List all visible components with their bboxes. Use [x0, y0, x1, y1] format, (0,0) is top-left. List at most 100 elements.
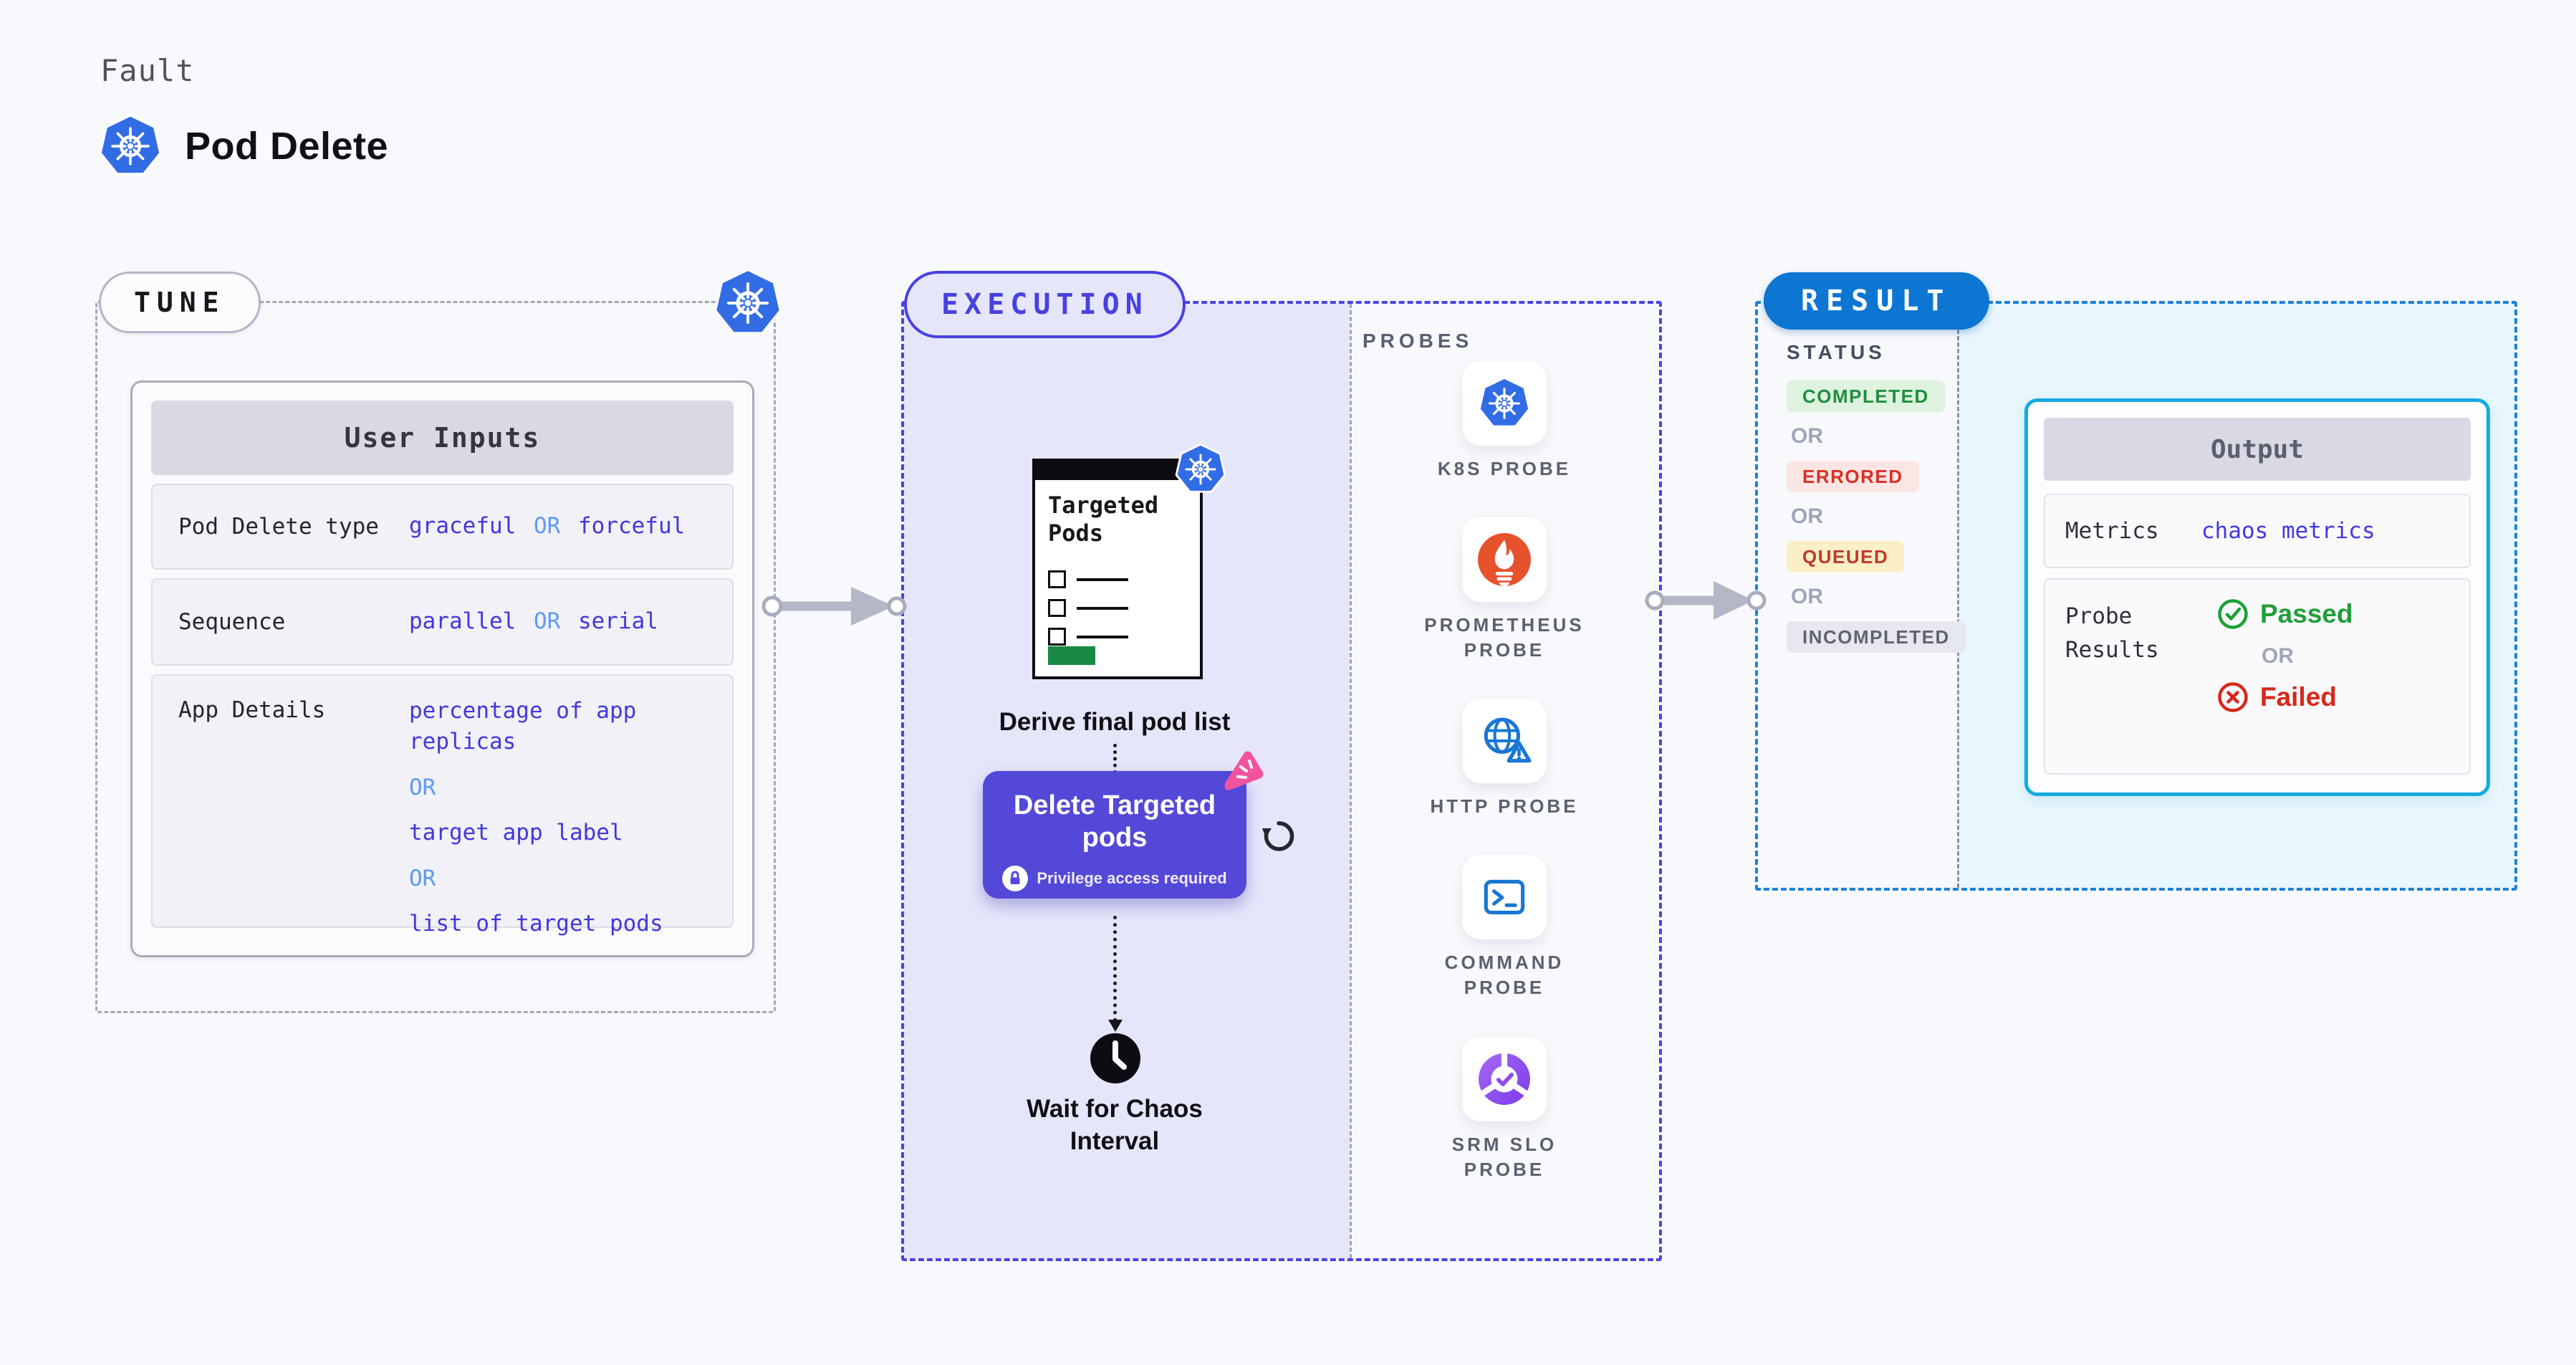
input-label: App Details [178, 697, 326, 723]
probe-label: HTTP PROBE [1430, 795, 1579, 818]
input-row-sequence: Sequence parallel OR serial [151, 578, 734, 666]
input-row-pod-delete-type: Pod Delete type graceful OR forceful [151, 484, 734, 570]
card-titlebar [1035, 461, 1200, 480]
status-badge-queued: QUEUED [1787, 541, 1905, 573]
input-label: Sequence [178, 609, 286, 635]
value-option: parallel [409, 608, 516, 635]
input-label: Pod Delete type [178, 514, 379, 540]
targeted-pods-title: Targeted Pods [1048, 492, 1159, 547]
probes-header: PROBES [1363, 330, 1474, 352]
result-pill: RESULT [1764, 272, 1989, 330]
kubernetes-icon [1174, 443, 1227, 496]
tune-to-execution-arrow [761, 587, 907, 626]
loop-repeat-icon [1262, 821, 1294, 851]
failed-label: Failed [2260, 682, 2337, 712]
or-separator: OR [1791, 504, 1823, 528]
terminal-icon [1484, 880, 1525, 915]
list-line [1077, 578, 1128, 581]
flow-arrow-down [1108, 916, 1123, 1032]
probes-column: PROBES K8S PROBE [1350, 304, 1659, 1258]
clock-icon [1090, 1033, 1140, 1083]
delete-targeted-pods-card: Delete Targeted pods Privilege access re… [983, 751, 1264, 899]
privilege-note-text: Privilege access required [1037, 868, 1227, 887]
execution-pill: EXECUTION [904, 271, 1186, 338]
user-inputs-card: User Inputs Pod Delete type graceful OR … [130, 380, 754, 957]
output-header: Output [2044, 418, 2471, 481]
probe-item-http: HTTP PROBE [1422, 699, 1587, 819]
kubernetes-icon [97, 113, 163, 179]
tune-section: TUNE User Inputs Pod Delete type gracefu… [95, 301, 776, 1013]
check-circle-icon [2218, 599, 2248, 629]
metrics-row: Metrics chaos metrics [2044, 494, 2471, 568]
wait-for-chaos-interval-label: Wait for Chaos Interval [1027, 1095, 1203, 1155]
checkbox-icon [1048, 628, 1066, 646]
or-separator: OR [533, 608, 561, 635]
probe-label: SRM SLO PROBE [1451, 1133, 1557, 1180]
pod-checklist [1048, 570, 1128, 646]
value-option: serial [577, 608, 658, 635]
slo-pie-check-icon [1479, 1051, 1530, 1105]
probes-divider [1350, 304, 1352, 1258]
probe-results-row: Probe Results Passed OR [2044, 578, 2471, 775]
tune-pill: TUNE [99, 272, 261, 333]
progress-bar [1048, 646, 1095, 665]
probe-label: K8S PROBE [1437, 458, 1572, 479]
value-option: list of target pods [409, 910, 663, 937]
probe-card [1462, 699, 1547, 784]
chaos-badge-icon [1224, 751, 1264, 790]
input-row-app-details: App Details percentage of app replicas O… [151, 674, 734, 937]
derive-final-pod-list-label: Derive final pod list [999, 708, 1231, 736]
probe-card [1462, 361, 1547, 446]
execution-section: EXECUTION Targeted Pods Derive final pod… [901, 271, 1662, 1261]
value-option: percentage of app replicas [409, 698, 637, 755]
delete-card-title: Delete Targeted pods [1013, 790, 1216, 853]
failed-line: Failed [2217, 681, 2353, 713]
status-divider [1957, 304, 1959, 888]
probe-item-prometheus: PROMETHEUS PROBE [1422, 517, 1587, 663]
or-separator: OR [2262, 644, 2294, 668]
value-option: forceful [577, 513, 686, 540]
probe-card [1462, 855, 1547, 940]
checkbox-icon [1048, 570, 1066, 588]
probe-item-k8s: K8S PROBE [1422, 361, 1587, 482]
probe-item-command: COMMAND PROBE [1422, 855, 1587, 1000]
checkbox-icon [1048, 599, 1066, 617]
status-badge-incompleted: INCOMPLETED [1787, 621, 1966, 653]
probe-card [1462, 517, 1547, 603]
metrics-value: chaos metrics [2201, 518, 2375, 544]
output-card: Output Metrics chaos metrics Probe Resul… [2024, 398, 2490, 796]
privilege-note: Privilege access required [983, 865, 1246, 891]
input-value: parallel OR serial [409, 606, 658, 637]
or-separator: OR [409, 865, 436, 891]
probe-label: PROMETHEUS PROBE [1424, 614, 1585, 661]
flow-arrow-down [1108, 744, 1123, 784]
prometheus-icon [1478, 533, 1531, 587]
passed-line: Passed [2217, 598, 2353, 630]
or-separator: OR [533, 513, 561, 540]
kubernetes-icon [1477, 376, 1532, 431]
x-circle-icon [2218, 682, 2248, 712]
lock-icon [1002, 865, 1029, 891]
checklist-row [1048, 599, 1128, 617]
or-separator: OR [1791, 424, 1823, 448]
status-header: STATUS [1787, 341, 1885, 363]
status-badge-errored: ERRORED [1787, 461, 1919, 492]
metrics-label: Metrics [2065, 517, 2159, 544]
input-value: percentage of app replicas OR target app… [409, 676, 732, 957]
page-title-row: Pod Delete [97, 113, 388, 179]
http-globe-icon [1484, 717, 1532, 763]
status-badge-completed: COMPLETED [1787, 380, 1945, 412]
value-option: target app label [409, 820, 623, 846]
result-section: RESULT STATUS COMPLETED OR ERRORED OR QU… [1755, 272, 2517, 891]
passed-label: Passed [2260, 599, 2353, 628]
list-line [1077, 635, 1128, 638]
probe-results-label: Probe Results [2065, 603, 2159, 663]
probe-results-values: Passed OR Failed [2217, 598, 2353, 713]
list-line [1077, 606, 1128, 610]
probe-card [1462, 1036, 1547, 1121]
execution-to-result-arrow [1645, 581, 1767, 620]
checklist-row [1048, 628, 1128, 646]
checklist-row [1048, 570, 1128, 588]
probe-label: COMMAND PROBE [1444, 952, 1565, 999]
